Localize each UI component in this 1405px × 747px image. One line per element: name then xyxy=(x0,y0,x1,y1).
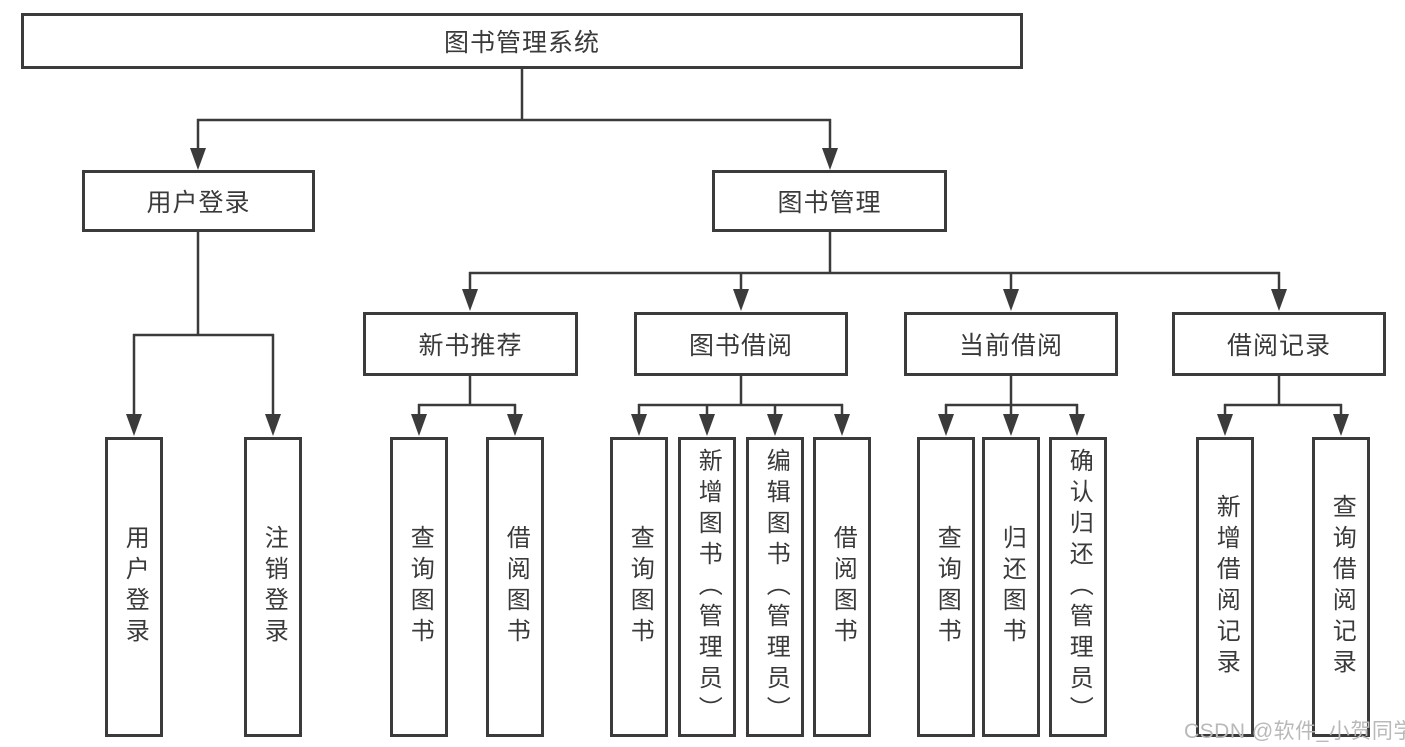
leaf-user-login: 用户登录 xyxy=(105,437,163,737)
node-book-management-label: 图书管理 xyxy=(777,189,882,217)
leaf-confirm-return-admin: 确认归还（管理员） xyxy=(1049,437,1107,737)
arrowhead-icons xyxy=(126,148,1349,436)
node-library-management-system-label: 图书管理系统 xyxy=(443,29,600,57)
node-user-login: 用户登录 xyxy=(82,170,315,232)
leaf-query-borrowing-record-label: 查询借阅记录 xyxy=(1328,494,1356,680)
leaf-edit-books-admin: 编辑图书（管理员） xyxy=(746,437,804,737)
node-book-borrowing: 图书借阅 xyxy=(634,312,848,376)
leaf-return-books: 归还图书 xyxy=(982,437,1040,737)
leaf-return-books-label: 归还图书 xyxy=(998,525,1026,649)
csdn-watermark: CSDN @软件_小贺同学 xyxy=(1184,720,1405,743)
leaf-add-borrowing-record-label: 新增借阅记录 xyxy=(1212,494,1240,680)
leaf-borrow-books-label: 借阅图书 xyxy=(829,525,857,649)
node-library-management-system: 图书管理系统 xyxy=(21,13,1023,69)
leaf-borrowing-query-books: 查询图书 xyxy=(610,437,668,737)
node-book-borrowing-label: 图书借阅 xyxy=(688,332,793,360)
leaf-add-borrowing-record: 新增借阅记录 xyxy=(1196,437,1254,737)
node-current-borrowing-label: 当前借阅 xyxy=(958,332,1063,360)
leaf-logout-label: 注销登录 xyxy=(260,525,288,649)
node-book-management: 图书管理 xyxy=(712,170,947,232)
node-new-book-recommendation: 新书推荐 xyxy=(363,312,578,376)
leaf-logout: 注销登录 xyxy=(244,437,302,737)
node-borrowing-records: 借阅记录 xyxy=(1172,312,1386,376)
leaf-borrow-books: 借阅图书 xyxy=(813,437,871,737)
leaf-recommend-query-books: 查询图书 xyxy=(390,437,448,737)
leaf-add-books-admin-label: 新增图书（管理员） xyxy=(694,447,722,727)
leaf-confirm-return-admin-label: 确认归还（管理员） xyxy=(1065,447,1093,727)
leaf-query-borrowing-record: 查询借阅记录 xyxy=(1312,437,1370,737)
leaf-current-query-books-label: 查询图书 xyxy=(933,525,961,649)
leaf-current-query-books: 查询图书 xyxy=(917,437,975,737)
leaf-add-books-admin: 新增图书（管理员） xyxy=(678,437,736,737)
node-user-login-label: 用户登录 xyxy=(146,189,251,217)
node-current-borrowing: 当前借阅 xyxy=(904,312,1118,376)
leaf-edit-books-admin-label: 编辑图书（管理员） xyxy=(762,447,790,727)
leaf-recommend-borrow-books: 借阅图书 xyxy=(486,437,544,737)
leaf-recommend-borrow-books-label: 借阅图书 xyxy=(502,525,530,649)
leaf-borrowing-query-books-label: 查询图书 xyxy=(626,525,654,649)
node-new-book-recommendation-label: 新书推荐 xyxy=(418,332,523,360)
node-borrowing-records-label: 借阅记录 xyxy=(1226,332,1331,360)
leaf-recommend-query-books-label: 查询图书 xyxy=(406,525,434,649)
leaf-user-login-label: 用户登录 xyxy=(121,525,149,649)
